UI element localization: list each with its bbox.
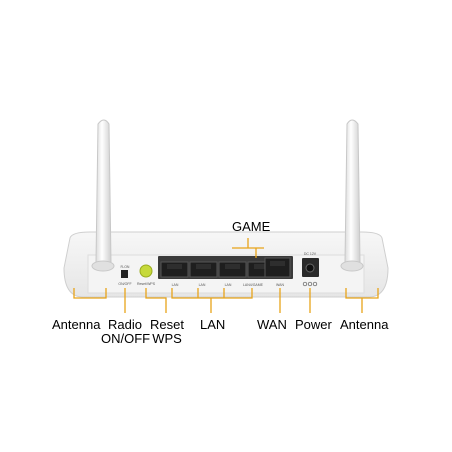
print-wan: WAN <box>276 283 285 287</box>
print-radio-bottom: ON/OFF <box>118 282 131 286</box>
label-reset-line1: Reset <box>150 317 184 332</box>
callout-antenna-right <box>345 288 379 313</box>
label-antenna-right: Antenna <box>340 317 389 332</box>
print-lan2: LAN <box>199 283 206 287</box>
callout-lan <box>171 288 253 313</box>
print-lan4-game: LAN4/GAME <box>243 283 264 287</box>
print-lan3: LAN <box>225 283 232 287</box>
label-radio: Radio ON/OFF <box>101 317 151 346</box>
lan-port-2 <box>189 261 218 278</box>
print-lan1: LAN <box>172 283 179 287</box>
callout-game <box>232 238 264 258</box>
label-lan: LAN <box>200 317 226 332</box>
print-dc: DC 12V <box>304 252 317 256</box>
print-reset-wps: Reset/WPS <box>137 282 156 286</box>
lan-port-3 <box>218 261 247 278</box>
label-antenna-left: Antenna <box>52 317 101 332</box>
lan-port-1 <box>160 261 189 278</box>
label-wan: WAN <box>257 317 287 332</box>
wan-port <box>264 257 291 278</box>
antenna-left <box>91 119 115 272</box>
callout-lines <box>73 238 379 313</box>
label-radio-line2: ON/OFF <box>101 331 151 346</box>
label-radio-line1: Radio <box>108 317 142 332</box>
label-power: Power <box>295 317 332 332</box>
antenna-right <box>340 119 364 272</box>
reset-wps-button <box>139 264 153 278</box>
label-game: GAME <box>232 219 271 234</box>
radio-switch <box>121 270 128 278</box>
callout-antenna-left <box>73 288 107 299</box>
print-radio-top: R-ON <box>121 265 130 269</box>
label-reset-line2: WPS <box>152 331 182 346</box>
callout-reset <box>145 288 167 313</box>
label-reset-wps: Reset WPS <box>148 318 186 346</box>
power-symbol-icon <box>302 281 318 287</box>
